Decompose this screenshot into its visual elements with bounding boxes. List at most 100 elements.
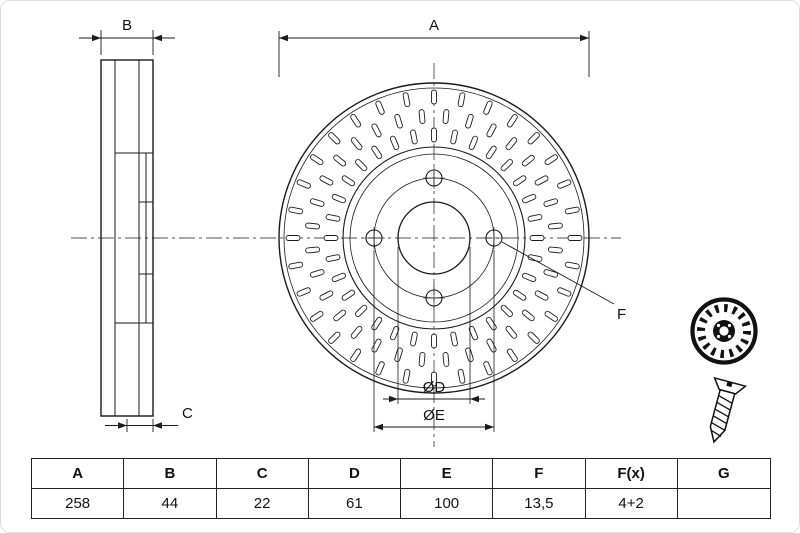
vent-slot	[288, 261, 304, 270]
dim-c: C	[105, 405, 193, 432]
vent-slot	[431, 89, 437, 105]
vent-slot	[483, 100, 493, 115]
vent-slot	[534, 175, 549, 186]
vent-slot-pattern	[285, 89, 583, 387]
vent-slot	[442, 109, 450, 125]
vent-slot	[323, 235, 339, 241]
vent-slot	[371, 338, 382, 353]
vent-slot	[305, 222, 321, 230]
spec-header-e: E	[401, 459, 494, 488]
spec-header-b: B	[124, 459, 217, 488]
vent-slot	[483, 361, 493, 376]
vent-slot	[331, 272, 346, 283]
hub-outer-circle	[342, 146, 526, 330]
vent-slot	[527, 331, 540, 344]
icon-bolt-dot	[716, 334, 721, 339]
dim-c-label: C	[182, 405, 193, 422]
vent-slot	[521, 154, 535, 167]
spec-header-fx: F(x)	[586, 459, 678, 488]
vent-slot	[325, 214, 341, 222]
spec-value-c: 22	[217, 489, 309, 518]
arrowhead	[92, 34, 101, 42]
vent-slot	[465, 347, 474, 363]
icon-vent-ring	[697, 304, 751, 358]
vent-slot	[350, 114, 362, 128]
dim-d-label: ØD	[423, 379, 446, 396]
vent-slot	[512, 289, 527, 301]
vent-slot	[543, 269, 559, 278]
arrowhead	[470, 395, 479, 403]
vent-slot	[431, 333, 437, 349]
dim-e: ØE	[373, 250, 495, 432]
vent-slot	[394, 113, 403, 129]
spec-value-fx: 4+2	[586, 489, 678, 518]
outer-diameter-circle	[278, 82, 590, 394]
arrowhead	[389, 395, 398, 403]
spec-table-header-row: A B C D E F F(x) G	[32, 459, 770, 489]
vent-slot	[296, 179, 311, 189]
bolt-hole	[483, 227, 505, 249]
leader-line	[501, 241, 615, 305]
bolt-hole	[423, 287, 445, 309]
front-view	[278, 82, 590, 394]
icon-bolt-dot	[727, 323, 732, 328]
vent-slot	[485, 316, 497, 331]
spec-header-d: D	[309, 459, 401, 488]
icon-bolt-dot	[727, 334, 732, 339]
spec-header-c: C	[217, 459, 309, 488]
vent-slot	[402, 368, 411, 384]
extension-line	[278, 31, 590, 77]
spec-value-d: 61	[309, 489, 401, 518]
vent-slot	[512, 175, 527, 187]
vent-slot	[418, 351, 426, 367]
vent-slot	[529, 235, 545, 241]
vent-slot	[506, 348, 518, 362]
vent-slot	[543, 198, 559, 207]
spec-value-g	[678, 489, 770, 518]
vent-slot	[333, 154, 347, 167]
vent-slot	[310, 154, 324, 166]
arrowhead	[485, 423, 494, 431]
dim-b: B	[79, 17, 175, 55]
vent-slot	[296, 287, 311, 297]
vent-slot	[527, 132, 540, 145]
vent-slot	[328, 132, 341, 145]
vent-slot	[325, 254, 341, 262]
arrowhead	[153, 422, 162, 429]
spec-value-b: 44	[124, 489, 217, 518]
vent-slot	[389, 326, 400, 341]
vent-slot	[500, 304, 513, 317]
vent-slot	[431, 371, 437, 387]
vent-slot	[309, 198, 325, 207]
side-view-outline	[100, 59, 154, 417]
spec-header-f: F	[493, 459, 586, 488]
vent-slot	[355, 304, 368, 317]
vent-slot	[450, 129, 458, 145]
bolt-hole	[363, 227, 385, 249]
vent-slot	[333, 309, 347, 322]
technical-drawing: B A	[71, 17, 758, 447]
screw-threads	[711, 395, 733, 438]
vent-slot	[457, 92, 466, 108]
vent-slot	[328, 331, 341, 344]
vent-slot	[527, 214, 543, 222]
spec-table-value-row: 258 44 22 61 100 13,5 4+2	[32, 489, 770, 518]
extension-line	[397, 247, 471, 404]
icon-center-bore	[719, 326, 729, 336]
vent-slot	[371, 123, 382, 138]
vent-slot	[442, 351, 450, 367]
vent-slot	[418, 109, 426, 125]
arrowhead	[374, 423, 383, 431]
vent-slot	[309, 269, 325, 278]
vent-slot	[305, 246, 321, 254]
vent-slot	[341, 175, 356, 187]
vent-slot	[319, 175, 334, 186]
vent-slot	[505, 137, 518, 151]
vent-slot	[288, 206, 304, 215]
vent-slot	[350, 137, 363, 151]
spec-value-f: 13,5	[493, 489, 586, 518]
vent-slot	[522, 272, 537, 283]
vent-slot	[564, 206, 580, 215]
vent-slot	[486, 338, 497, 353]
vent-slot	[521, 309, 535, 322]
